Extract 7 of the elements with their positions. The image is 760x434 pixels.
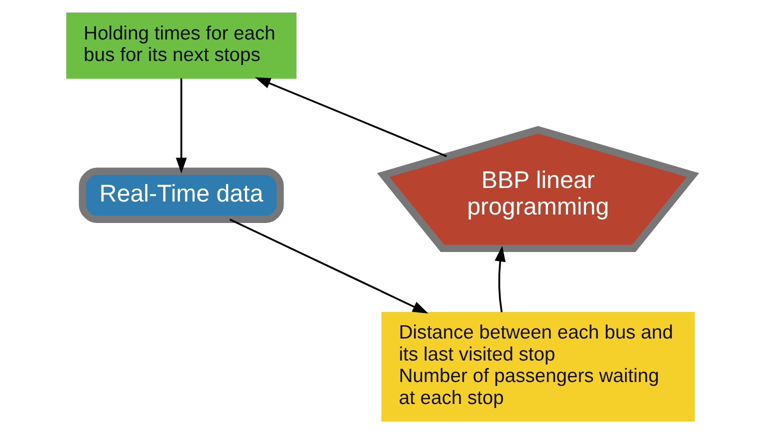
node-box: Holding times for each bus for its next stops	[66, 12, 296, 79]
arrow	[175, 78, 186, 174]
arrow	[254, 77, 446, 158]
node-box: Distance between each bus and its last visited stop Number of passengers waiting at each stop	[380, 312, 694, 422]
arrow	[228, 218, 428, 314]
arrow	[494, 246, 506, 312]
node-box: Real-Time data	[78, 168, 284, 224]
